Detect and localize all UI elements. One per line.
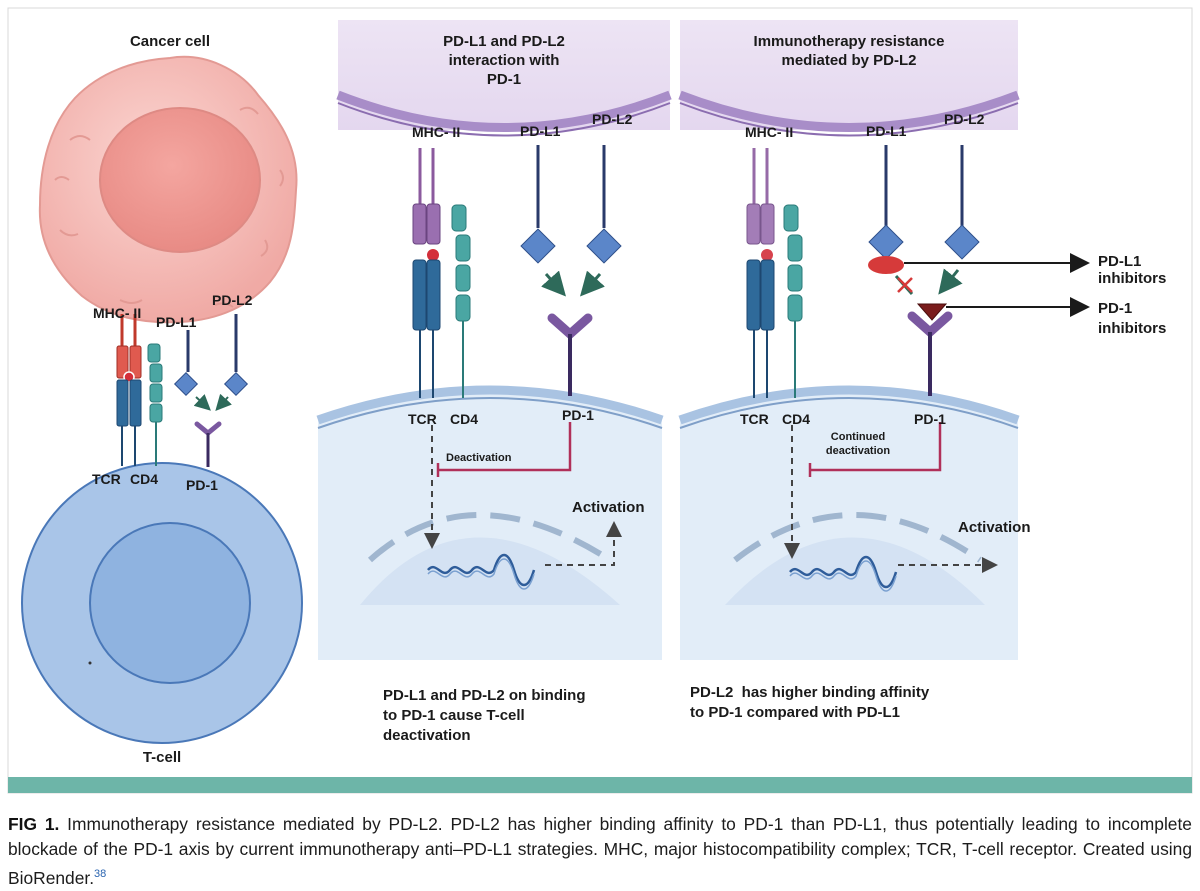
pdl1-inhibitors-2: inhibitors — [1098, 270, 1166, 287]
figure-caption-ref: 38 — [94, 868, 107, 880]
middle-title-3: PD-1 — [487, 71, 521, 88]
t-cell-nucleus — [89, 522, 251, 684]
middle-pdl1 — [520, 145, 556, 264]
left-label-pdl2: PD-L2 — [212, 292, 253, 308]
left-label-cd4: CD4 — [130, 471, 158, 487]
middle-caption-3: deactivation — [383, 727, 471, 744]
right-mhc-ii — [746, 148, 775, 263]
right-title-2: mediated by PD-L2 — [781, 52, 916, 69]
cancer-cell-title: Cancer cell — [130, 33, 210, 50]
left-label-pd1: PD-1 — [186, 477, 218, 493]
middle-panel: PD-L1 and PD-L2 interaction with PD-1 — [316, 20, 672, 744]
middle-dna — [427, 553, 536, 587]
middle-cd4 — [451, 204, 471, 398]
middle-deactivation-text: Deactivation — [446, 452, 512, 464]
right-title-1: Immunotherapy resistance — [754, 33, 945, 50]
left-tcr — [116, 379, 142, 466]
left-arrow-pdl2 — [215, 393, 232, 411]
cancer-cell-texture — [54, 106, 284, 308]
right-tcr — [746, 259, 775, 398]
middle-mhc-ii — [412, 148, 441, 263]
middle-title-2: interaction with — [449, 52, 560, 69]
right-label-mhc: MHC- II — [745, 124, 793, 140]
right-activation-text: Activation — [958, 519, 1031, 536]
middle-activation-arrow — [545, 521, 622, 566]
pd1-inhibitors-2: inhibitors — [1098, 320, 1166, 337]
middle-label-mhc: MHC- II — [412, 124, 460, 140]
t-cell-dot — [88, 661, 92, 665]
middle-nucleus — [360, 537, 620, 605]
right-caption-1: PD-L2 has higher binding affinity — [690, 684, 930, 701]
middle-label-tcr: TCR — [408, 411, 437, 427]
middle-caption-1: PD-L1 and PD-L2 on binding — [383, 687, 586, 704]
right-continued-2: deactivation — [826, 445, 890, 457]
right-label-pdl1: PD-L1 — [866, 123, 907, 139]
middle-pdl2 — [586, 145, 622, 264]
right-pdl1 — [868, 145, 904, 260]
middle-tcell-membrane — [316, 385, 664, 425]
left-mhc-ii — [116, 314, 142, 383]
middle-arrow-pdl1 — [541, 270, 566, 297]
cancer-nucleus — [99, 107, 261, 253]
figure-caption-label: FIG 1. — [8, 814, 60, 834]
middle-activation-text: Activation — [572, 499, 645, 516]
right-arrow-pdl2 — [938, 268, 963, 295]
right-panel: Immunotherapy resistance mediated by PD-… — [678, 20, 1166, 721]
middle-top-membrane — [336, 90, 672, 132]
right-top-membrane — [678, 90, 1020, 132]
left-pdl1 — [173, 330, 199, 397]
middle-title-1: PD-L1 and PD-L2 — [443, 33, 565, 50]
t-cell-title: T-cell — [143, 749, 181, 766]
right-cd4 — [783, 204, 803, 398]
middle-label-pdl1: PD-L1 — [520, 123, 561, 139]
left-cd4 — [147, 343, 163, 466]
right-deactivation-line — [810, 422, 942, 472]
pd1-inhibitor-shape — [916, 303, 948, 321]
left-pd1 — [194, 421, 222, 467]
right-label-tcr: TCR — [740, 411, 769, 427]
left-panel: Cancer cell T-cell — [21, 33, 303, 766]
right-tcell-membrane — [678, 385, 1020, 425]
middle-pd1 — [547, 313, 593, 396]
left-label-pdl1: PD-L1 — [156, 314, 197, 330]
middle-label-pdl2: PD-L2 — [592, 111, 633, 127]
teal-band — [8, 777, 1192, 793]
left-label-mhc: MHC- II — [93, 305, 141, 321]
left-label-tcr: TCR — [92, 471, 121, 487]
right-label-pdl2: PD-L2 — [944, 111, 985, 127]
pdl1-inhibitor-shape — [868, 256, 904, 274]
right-label-pd1: PD-1 — [914, 411, 946, 427]
middle-caption-2: to PD-1 cause T-cell — [383, 707, 525, 724]
right-pdl2 — [944, 145, 980, 260]
left-arrow-pdl1 — [193, 393, 211, 411]
figure-caption-text: Immunotherapy resistance mediated by PD-… — [8, 814, 1192, 888]
middle-label-cd4: CD4 — [450, 411, 478, 427]
middle-arrow-pdl2 — [580, 270, 605, 297]
middle-label-pd1: PD-1 — [562, 407, 594, 423]
pd1-inhibitors-1: PD-1 — [1098, 300, 1132, 317]
right-caption-2: to PD-1 compared with PD-L1 — [690, 704, 900, 721]
right-continued-1: Continued — [831, 431, 885, 443]
right-pd1 — [907, 311, 953, 396]
left-pdl2 — [223, 314, 249, 397]
figure-caption: FIG 1. Immunotherapy resistance mediated… — [8, 812, 1192, 891]
pdl1-inhibitors-1: PD-L1 — [1098, 253, 1141, 270]
middle-tcell-body — [318, 390, 662, 660]
middle-deactivation-line — [438, 422, 572, 472]
middle-tcr — [412, 259, 441, 398]
right-label-cd4: CD4 — [782, 411, 810, 427]
right-dna — [789, 555, 898, 589]
